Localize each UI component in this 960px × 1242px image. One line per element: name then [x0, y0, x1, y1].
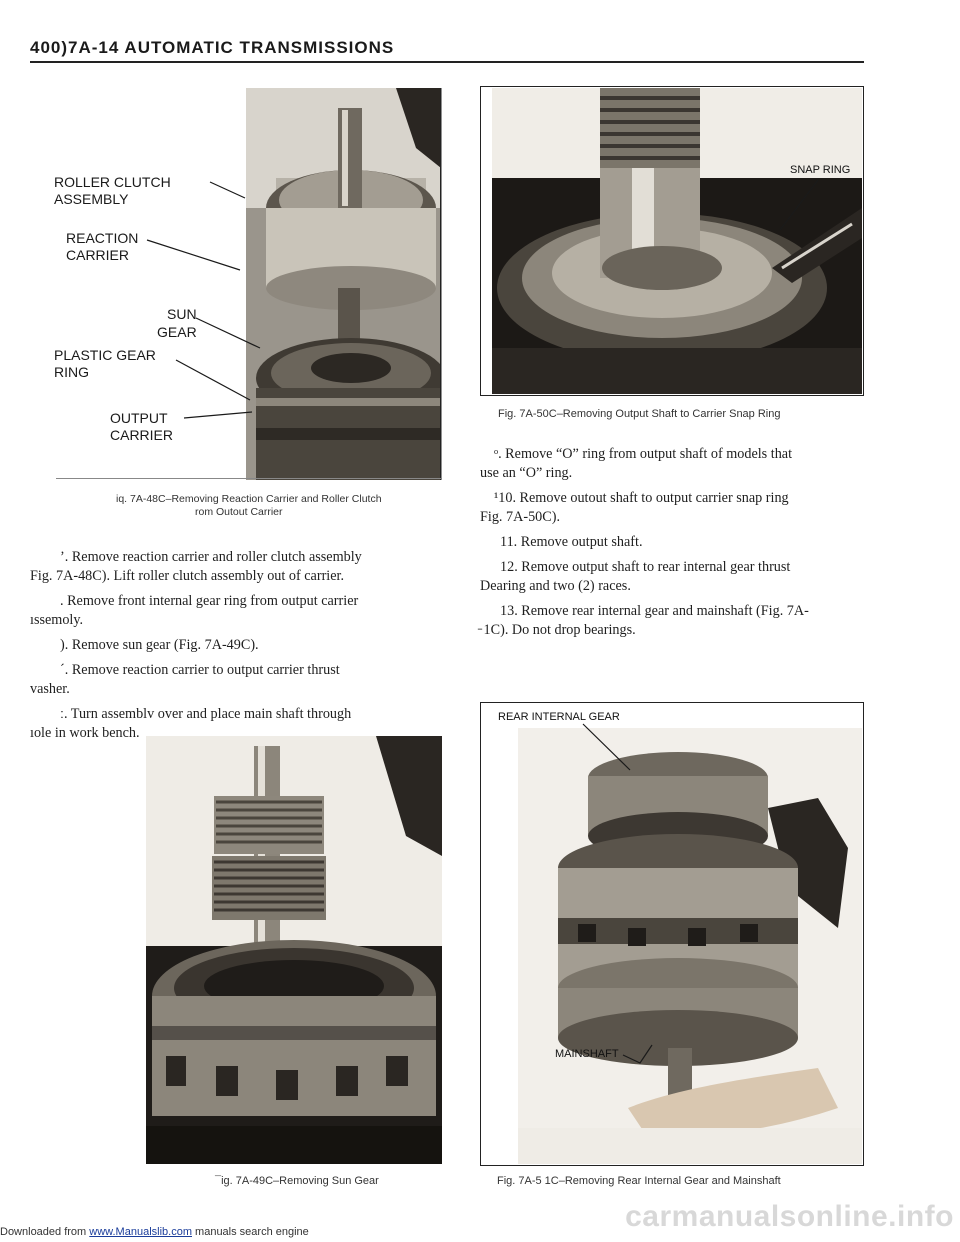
label-plastic-gear: PLASTIC GEAR	[54, 347, 156, 363]
left-text-line: ː. Turn assemblv over and place main sha…	[60, 706, 352, 722]
label-mainshaft: MAINSHAFT	[555, 1048, 619, 1060]
left-text-line: Fig. 7A-48C). Lift roller clutch assembl…	[30, 568, 345, 584]
label-roller-clutch-2: ASSEMBLY	[54, 191, 129, 207]
page-header-title: 400)7A-14 AUTOMATIC TRANSMISSIONS	[30, 38, 395, 57]
label-sun: SUN	[167, 306, 197, 322]
left-text-line: ). Remove sun gear (Fig. 7A-49C).	[60, 637, 259, 653]
right-text-line: 11. Remove output shaft.	[500, 534, 643, 550]
figure-51c-caption: Fig. 7A-5 1C–Removing Rear Internal Gear…	[497, 1175, 781, 1187]
left-text-line: ’. Remove reaction carrier and roller cl…	[60, 549, 362, 565]
left-text-line: ıssemoly.	[30, 612, 84, 628]
label-reaction: REACTION	[66, 230, 139, 246]
download-footer: Downloaded from www.Manualslib.com manua…	[0, 1226, 309, 1238]
right-text-line: ̵ 1C). Do not drop bearings.	[480, 622, 636, 638]
right-text-line: Fig. 7A-50C).	[480, 509, 561, 525]
right-text-line: 12. Remove output shaft to rear internal…	[500, 559, 791, 575]
label-reaction-2: CARRIER	[66, 247, 130, 263]
footer-suffix: manuals search engine	[191, 1226, 309, 1238]
label-sun-2: GEAR	[157, 324, 197, 340]
footer-link[interactable]: www.Manualslib.com	[89, 1226, 192, 1238]
label-rear-internal-gear: REAR INTERNAL GEAR	[498, 711, 620, 723]
right-text-line: Dearing and two (2) races.	[480, 578, 631, 594]
label-snap-ring: SNAP RING	[790, 164, 851, 176]
label-roller-clutch: ROLLER CLUTCH	[54, 174, 171, 190]
label-output-carrier: OUTPUT	[110, 410, 168, 426]
right-text-line: use an “O” ring.	[480, 465, 573, 481]
right-text-line: ¹10. Remove outout shaft to output carri…	[494, 490, 789, 506]
left-text-line: ıole in work bench.	[30, 725, 140, 741]
figure-50c-caption: Fig. 7A-50C–Removing Output Shaft to Car…	[498, 408, 781, 420]
figure-51c-photo	[518, 728, 862, 1164]
figure-49c-caption: ¯ig. 7A-49C–Removing Sun Gear	[215, 1175, 379, 1187]
right-text-line: ᵒ. Remove “O” ring from output shaft of …	[494, 446, 793, 462]
left-text-line: ´. Remove reaction carrier to output car…	[60, 662, 340, 678]
figure-48c-caption: iq. 7A-48C–Removing Reaction Carrier and…	[116, 493, 382, 505]
right-column-text: ᵒ. Remove “O” ring from output shaft of …	[480, 445, 864, 640]
figure-49c-photo	[146, 736, 442, 1164]
watermark: carmanualsonline.info	[625, 1200, 954, 1233]
figure-48c-caption-2: rom Outout Carrier	[195, 506, 283, 518]
left-text-line: vasher.	[30, 681, 70, 697]
footer-prefix: Downloaded from	[0, 1226, 90, 1238]
figure-50c-photo	[492, 88, 862, 394]
label-output-carrier-2: CARRIER	[110, 427, 174, 443]
header-rule	[30, 61, 864, 63]
left-column-text: ’. Remove reaction carrier and roller cl…	[30, 548, 442, 743]
left-text-line: . Remove front internal gear ring from o…	[60, 593, 359, 609]
figure-48c-photo	[246, 88, 441, 480]
right-text-line: 13. Remove rear internal gear and mainsh…	[500, 603, 809, 619]
label-plastic-gear-2: RING	[54, 364, 89, 380]
